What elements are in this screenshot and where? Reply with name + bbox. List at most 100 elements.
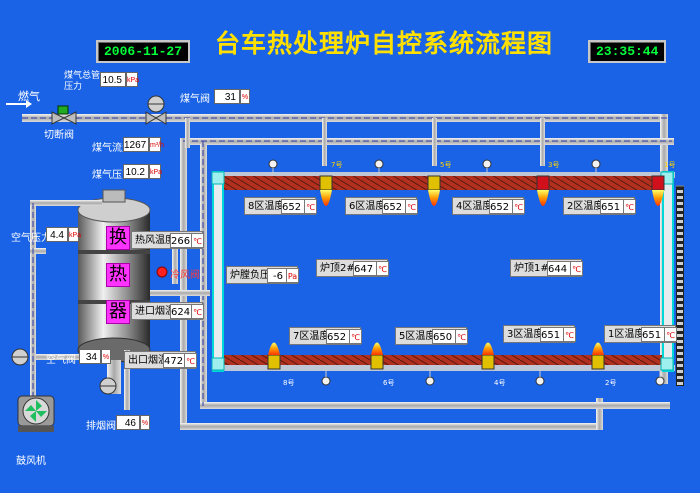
zone-5-panel: 5区温度 650 ℃ xyxy=(395,327,468,345)
blower-label: 鼓风机 xyxy=(16,456,46,467)
burner-5-label: 5号 xyxy=(440,161,452,169)
zone-7-panel: 7区温度 652 ℃ xyxy=(289,327,362,345)
flue-valve[interactable] xyxy=(99,377,117,395)
chain-link xyxy=(677,280,683,283)
hot-air-temp-label: 热风温度 xyxy=(135,235,175,246)
air-pressure-label: 空气压力 xyxy=(11,233,51,244)
gas-flow-unit: m³/h xyxy=(149,137,164,152)
chain-link xyxy=(677,268,683,271)
chain-link xyxy=(677,250,683,253)
burner-head xyxy=(370,354,384,370)
chain-link xyxy=(677,196,683,199)
gauge-icon xyxy=(655,376,665,386)
blower-fan[interactable] xyxy=(17,395,55,432)
zone-5-value: 650 xyxy=(432,329,456,344)
chain-link xyxy=(677,322,683,325)
inlet-flue-label: 进口烟温 xyxy=(135,306,175,317)
chain-link xyxy=(677,358,683,361)
cutoff-valve-label: 切断阀 xyxy=(44,130,74,141)
flue-valve-label: 排烟阀 xyxy=(86,421,116,432)
flame-icon xyxy=(371,342,383,355)
hot-air-temp-unit: ℃ xyxy=(191,233,204,248)
hot-air-temp-value: 266 xyxy=(170,233,192,248)
chain-link xyxy=(677,370,683,373)
gas-pipe-pressure-label-1: 煤气总管 xyxy=(64,71,101,81)
zone-2-unit: ℃ xyxy=(623,199,636,214)
zone-6-unit: ℃ xyxy=(405,199,418,214)
flame-icon xyxy=(428,190,440,206)
flame-icon xyxy=(652,190,664,206)
burner-bottom-3 xyxy=(481,342,495,370)
burner-top-2 xyxy=(427,175,441,206)
zone-1-unit: ℃ xyxy=(664,327,677,342)
cold-air-valve-label: 冷风阀 xyxy=(170,270,200,281)
chain-link xyxy=(677,298,683,301)
gas-regulating-valve[interactable] xyxy=(145,95,167,125)
gauge-icon xyxy=(268,159,278,169)
air-valve-value[interactable]: 34 xyxy=(79,349,101,364)
zone-1-label: 1区温度 xyxy=(608,329,645,340)
roof1-unit: ℃ xyxy=(570,261,583,276)
outlet-flue-panel: 出口烟温 472 ℃ xyxy=(124,351,197,369)
chain-link xyxy=(677,316,683,319)
gas-pressure-unit: kPa xyxy=(149,164,162,179)
chain-link xyxy=(677,226,683,229)
gauge-icon xyxy=(591,159,601,169)
chain-link xyxy=(677,244,683,247)
chain-link xyxy=(677,208,683,211)
exchanger-char-2: 热 xyxy=(106,263,130,287)
air-valve-label: 空气阀 xyxy=(46,355,76,366)
chain-link xyxy=(677,286,683,289)
cold-air-valve-indicator[interactable] xyxy=(156,266,168,278)
gas-flow-label: 煤气流量 xyxy=(92,143,132,154)
zone-3-value: 651 xyxy=(540,327,564,342)
chain-link xyxy=(677,202,683,205)
hot-air-temp-panel: 热风温度 266 ℃ xyxy=(131,231,204,249)
gas-cutoff-valve[interactable] xyxy=(51,105,77,125)
zone-7-value: 652 xyxy=(326,329,350,344)
inlet-flue-unit: ℃ xyxy=(191,304,204,319)
chain-link xyxy=(677,346,683,349)
gauge-icon xyxy=(321,376,331,386)
zone-8-panel: 8区温度 652 ℃ xyxy=(244,197,317,215)
flame-icon xyxy=(268,342,280,355)
exchanger-char-1: 换 xyxy=(106,226,130,250)
furnace-pressure-unit: Pa xyxy=(286,268,299,283)
gas-pipe-pressure-unit: kPa xyxy=(126,72,139,87)
burner-top-4 xyxy=(651,175,665,206)
gas-riser-pipes xyxy=(185,118,545,166)
air-valve-unit: % xyxy=(101,349,111,364)
gas-pressure-label: 煤气压力 xyxy=(92,170,132,181)
zone-2-label: 2区温度 xyxy=(567,201,604,212)
zone-8-value: 652 xyxy=(281,199,305,214)
chain-link xyxy=(677,334,683,337)
zone-4-label: 4区温度 xyxy=(456,201,493,212)
flue-valve-value[interactable]: 46 xyxy=(116,415,140,430)
chain-link xyxy=(677,220,683,223)
chain-link xyxy=(677,364,683,367)
burner-head xyxy=(267,354,281,370)
burner-bottom-2 xyxy=(370,342,384,370)
chain-link xyxy=(677,256,683,259)
zone-8-unit: ℃ xyxy=(304,199,317,214)
outlet-flue-label: 出口烟温 xyxy=(128,355,168,366)
gas-valve-value[interactable]: 31 xyxy=(214,89,240,104)
zone-8-label: 8区温度 xyxy=(248,201,285,212)
air-valve[interactable] xyxy=(11,348,29,366)
exchanger-char-3: 器 xyxy=(106,300,130,324)
chain-link xyxy=(677,214,683,217)
burner-bottom-4 xyxy=(591,342,605,370)
chain-link xyxy=(677,310,683,313)
chain-link xyxy=(677,232,683,235)
chain-link xyxy=(677,190,683,193)
burner-head xyxy=(536,175,550,191)
gas-inlet-arrow xyxy=(6,100,32,108)
burner-7-label: 7号 xyxy=(331,161,343,169)
zone-7-unit: ℃ xyxy=(349,329,362,344)
roof1-value: 644 xyxy=(547,261,571,276)
air-loop-pipe xyxy=(180,138,674,430)
gas-inlet-label: 燃气 xyxy=(18,90,40,103)
chain-link xyxy=(677,292,683,295)
